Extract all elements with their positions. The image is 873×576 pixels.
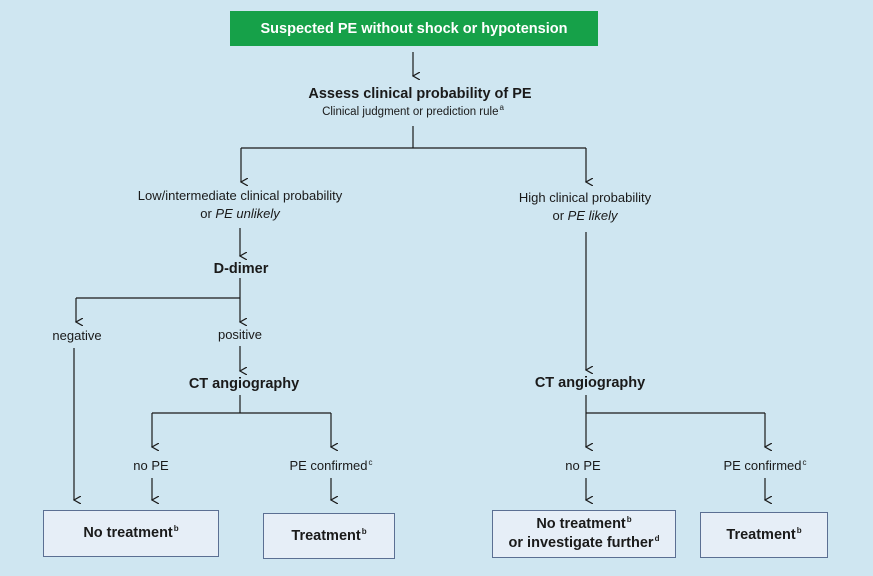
outcome-treatment-right-label: Treatmentb xyxy=(726,526,801,545)
left-pe-confirmed-label: PE confirmedc xyxy=(289,457,372,474)
assess-subtitle: Clinical judgment or prediction rulea xyxy=(322,104,504,121)
right-branch-line1: High clinical probability xyxy=(518,190,652,205)
right-pe-confirmed-label: PE confirmedc xyxy=(723,457,806,474)
ddimer-label: D-dimer xyxy=(213,261,269,277)
assess-subtitle-text: Clinical judgment or prediction rule xyxy=(322,106,499,118)
right-no-pe-label: no PE xyxy=(565,458,601,473)
negative-label: negative xyxy=(52,328,102,343)
left-no-pe-label: no PE xyxy=(133,458,169,473)
outcome-text: No treatment xyxy=(83,525,173,541)
right-branch-likely: PE likely xyxy=(567,208,618,223)
outcome-treatment-right: Treatmentb xyxy=(700,512,828,558)
outcome-text: Treatment xyxy=(291,527,361,544)
start-label: Suspected PE without shock or hypotensio… xyxy=(260,20,568,37)
right-pe-confirmed-text: PE confirmed xyxy=(723,458,802,473)
footnote-mark-c: c xyxy=(368,457,373,467)
outcome-no-treatment-right: No treatmentb or investigate furtherd xyxy=(492,510,676,558)
footnote-mark-a: a xyxy=(499,103,504,113)
footnote-mark-b: b xyxy=(361,526,367,536)
outcome-treatment-left-label: Treatmentb xyxy=(291,527,366,546)
left-ct-label: CT angiography xyxy=(188,376,300,392)
outcome-no-treatment-left-label: No treatmentb xyxy=(83,524,178,543)
left-branch-or: or xyxy=(200,206,216,221)
right-branch-or: or xyxy=(552,208,568,223)
outcome-text: or investigate further xyxy=(508,535,654,551)
left-branch-line1: Low/intermediate clinical probability xyxy=(137,188,343,203)
footnote-mark-b: b xyxy=(173,524,179,534)
left-branch-unlikely: PE unlikely xyxy=(215,206,280,221)
outcome-no-treatment-left: No treatmentb xyxy=(43,510,219,557)
left-pe-confirmed-text: PE confirmed xyxy=(289,458,368,473)
right-branch-line2: or PE likely xyxy=(552,207,617,224)
outcome-no-treatment-right-line1: No treatmentb xyxy=(536,515,631,534)
right-ct-label: CT angiography xyxy=(534,375,646,391)
footnote-mark-b: b xyxy=(626,515,632,525)
footnote-mark-b: b xyxy=(796,525,802,535)
positive-label: positive xyxy=(217,327,263,342)
outcome-treatment-left: Treatmentb xyxy=(263,513,395,559)
footnote-mark-d: d xyxy=(654,534,660,544)
footnote-mark-c: c xyxy=(802,457,807,467)
left-branch-line2: or PE unlikely xyxy=(200,205,279,222)
outcome-no-treatment-right-line2: or investigate furtherd xyxy=(509,534,660,553)
start-box: Suspected PE without shock or hypotensio… xyxy=(230,11,598,46)
outcome-text: No treatment xyxy=(536,516,626,532)
outcome-text: Treatment xyxy=(726,526,796,543)
assess-title: Assess clinical probability of PE xyxy=(308,86,532,102)
